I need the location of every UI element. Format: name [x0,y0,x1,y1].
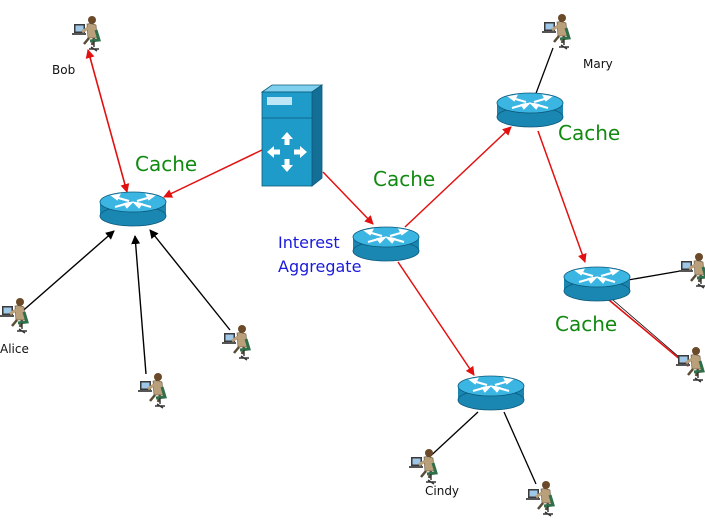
link-cindy-router-user [423,411,479,463]
link-center-cindy-router [397,261,475,376]
router-icon-left [98,190,168,228]
link-mary-router [534,47,554,97]
router-icon-right [562,265,632,303]
user-name-mary: Mary [583,57,613,71]
user-name-cindy: Cindy [425,484,460,498]
user-name-bob: Bob [52,63,76,77]
user-workstation-icon-alice [0,296,29,335]
link-server-center-router [322,171,374,225]
link-right-router-user-top [627,269,687,281]
user-name-alice: Alice [0,342,29,356]
link-server-left-router [163,149,263,198]
user-workstation-icon-bottom-right [524,479,555,518]
router-icon-cindy [456,374,526,412]
cache-label-mary: Cache [558,121,621,145]
server-icon [260,84,324,187]
link-user-bottom-router [131,235,147,375]
link-right-router-user [602,294,689,367]
link-cindy-router-user-right [503,411,537,485]
cache-label-right: Cache [555,312,618,336]
user-workstation-icon-mary [540,12,571,51]
aggregate-label: Aggregate [278,257,362,276]
link-center-mary-router [404,126,512,228]
router-icon-center [351,225,421,263]
user-workstation-icon-right-bottom [674,345,705,384]
link-user-right-router [149,229,231,331]
user-workstation-icon-right-top [677,251,705,290]
interest-label: Interest [278,233,340,252]
router-icon-mary [495,91,565,129]
user-workstation-icon-bob [70,14,101,53]
user-workstation-icon-cindy [407,447,438,486]
user-workstation-icon-bottom-left [136,371,167,410]
link-right-router-user-black [605,293,687,364]
user-workstation-icon-left-right [220,323,251,362]
link-bob-router [85,49,130,193]
link-mary-right-router [537,130,587,263]
cache-label-center: Cache [373,167,436,191]
link-alice-router [17,230,115,316]
cache-label-left: Cache [135,152,198,176]
